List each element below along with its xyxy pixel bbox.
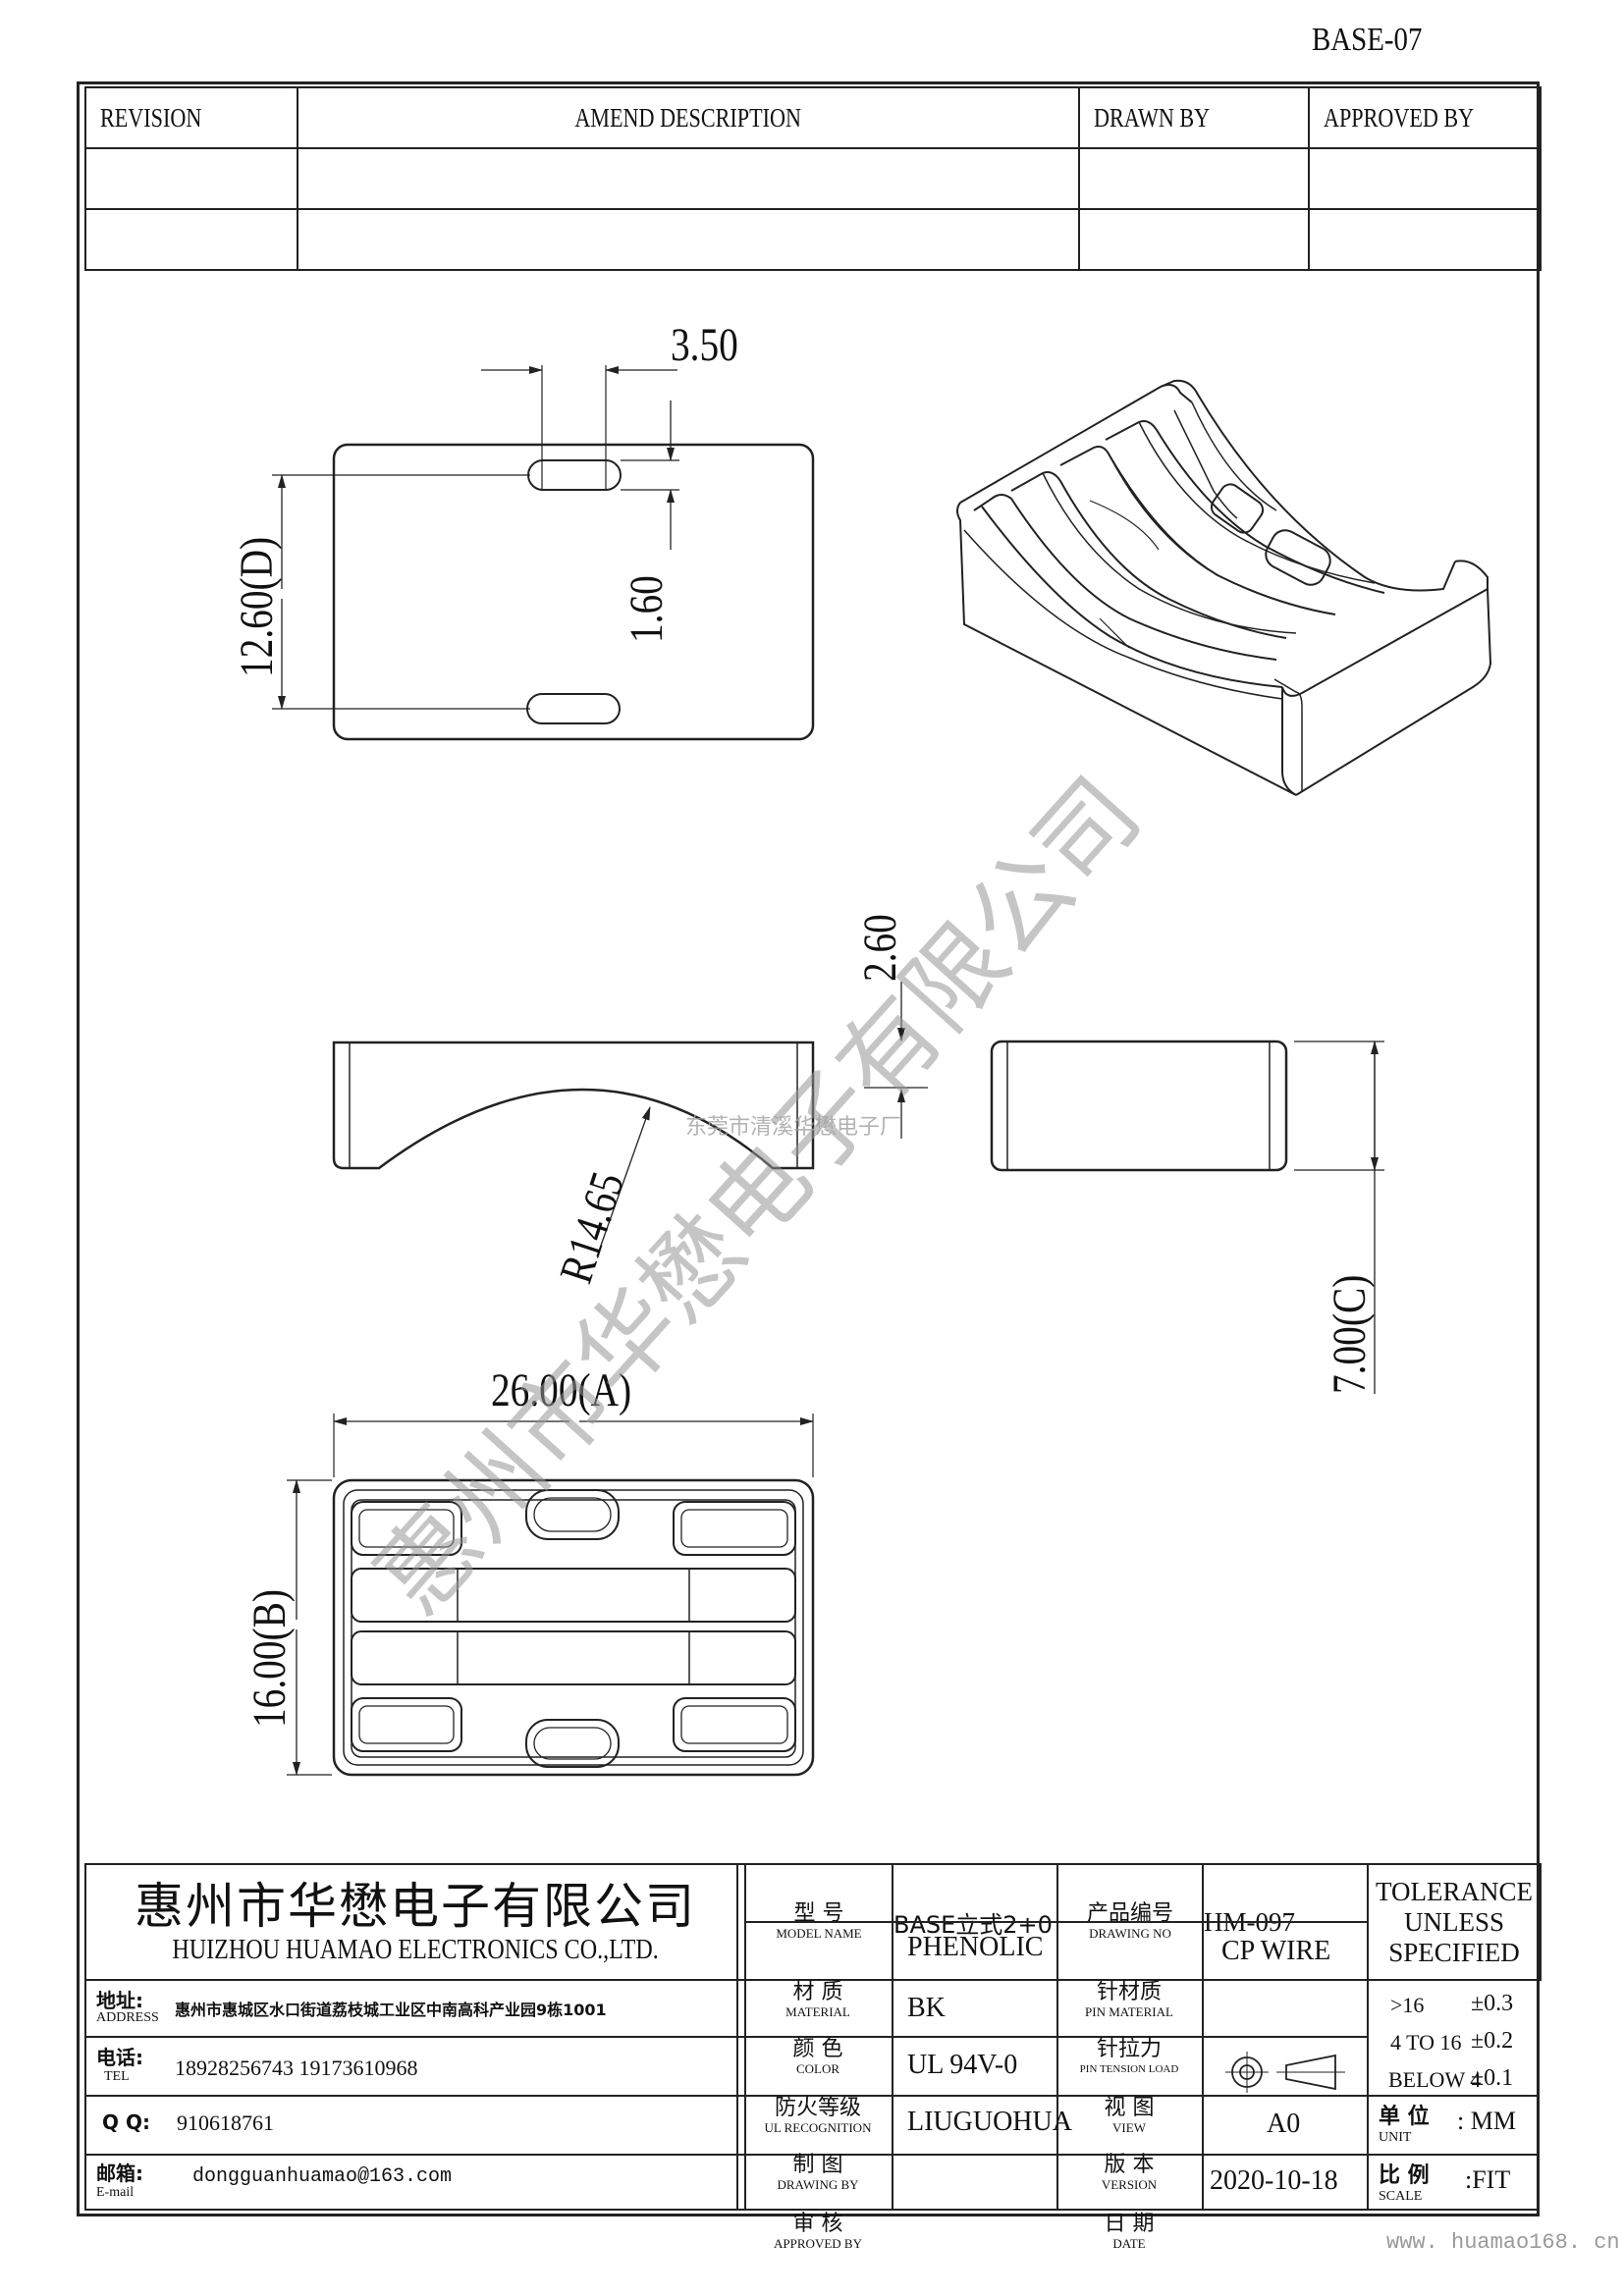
- revision-row: [84, 147, 1542, 210]
- title-block-grid: [84, 1863, 1540, 2211]
- technical-drawing: 3.50 1.60 12.60(D) 2.60 R14.65 7.00(C) 2…: [231, 319, 1492, 1777]
- bottom-view: [287, 1414, 815, 1777]
- revision-table: REVISION AMEND DESCRIPTION DRAWN BY APPR…: [84, 86, 1542, 271]
- revision-cell: [297, 208, 1080, 271]
- revision-cell: [84, 147, 298, 210]
- fire-value: UL 94V-0: [907, 2050, 1018, 2080]
- email-label: 邮箱:: [96, 2162, 143, 2185]
- tel-label: 电话:: [96, 2046, 143, 2069]
- top-view: [272, 365, 815, 741]
- unit-value: : MM: [1457, 2107, 1516, 2135]
- dim-depth-d: 12.60(D): [231, 537, 282, 677]
- tolerance-value: ±0.1: [1471, 2065, 1514, 2091]
- revision-cell: [297, 147, 1080, 210]
- address-value: 惠州市惠城区水口街道荔枝城工业区中南高科产业园9栋1001: [175, 2001, 607, 2019]
- dim-slot-height: 1.60: [621, 575, 672, 643]
- isometric-view: [956, 379, 1492, 796]
- revision-row: [84, 208, 1542, 271]
- company-name-cn: 惠州市华懋电子有限公司: [135, 1878, 696, 1935]
- qq-label: Q Q:: [102, 2110, 150, 2134]
- title-block: 惠州市华懋电子有限公司 HUIZHOU HUAMAO ELECTRONICS C…: [84, 1863, 1542, 1981]
- email-value: dongguanhuamao@163.com: [192, 2165, 453, 2188]
- address-label-en: ADDRESS: [96, 2010, 159, 2025]
- scale-label: 比 例 SCALE: [1379, 2163, 1430, 2204]
- tolerance-range: >16: [1390, 1993, 1425, 2017]
- tolerance-title: TOLERANCE UNLESS SPECIFIED: [1367, 1863, 1542, 1981]
- scale-value: :FIT: [1465, 2165, 1511, 2194]
- company-cell: 惠州市华懋电子有限公司 HUIZHOU HUAMAO ELECTRONICS C…: [84, 1863, 746, 1981]
- version-value: A0: [1267, 2109, 1301, 2139]
- revision-cell: [1078, 147, 1310, 210]
- dim-width-b: 16.00(B): [244, 1589, 295, 1728]
- product-no-label-en: DRAWING NO: [1089, 1926, 1171, 1941]
- tolerance-range: 4 TO 16: [1390, 2030, 1462, 2055]
- revision-cell: [1078, 208, 1310, 271]
- tolerance-range: BELOW 4: [1388, 2067, 1482, 2092]
- revision-cell: [1308, 147, 1542, 210]
- tel-value: 18928256743 19173610968: [175, 2056, 418, 2080]
- revision-cell: [84, 208, 298, 271]
- revision-cell: [1308, 208, 1542, 271]
- dim-width-a: 26.00(A): [491, 1364, 631, 1415]
- revision-header: REVISION: [84, 86, 298, 149]
- email-label-en: E-mail: [96, 2185, 135, 2200]
- address-label: 地址:: [96, 1989, 143, 2012]
- side-view: [864, 982, 1384, 1394]
- watermark-site: www. huamao168. cn: [1386, 2230, 1620, 2255]
- tolerance-value: ±0.3: [1471, 1991, 1514, 2016]
- material-value: PHENOLIC: [907, 1932, 1044, 1962]
- drawing-frame: [77, 81, 1540, 2216]
- drawing-code: BASE-07: [1312, 22, 1423, 58]
- watermark-company: 惠州市华懋电子有限公司: [354, 756, 1163, 1635]
- drawing-by-value: LIUGUOHUA: [907, 2107, 1072, 2137]
- model-label-en: MODEL NAME: [776, 1926, 862, 1941]
- amend-description-header: AMEND DESCRIPTION: [297, 86, 1080, 149]
- date-value: 2020-10-18: [1210, 2165, 1338, 2196]
- approved-by-header: APPROVED BY: [1308, 86, 1542, 149]
- dim-height-step: 2.60: [854, 914, 905, 982]
- tolerance-value: ±0.2: [1471, 2028, 1514, 2054]
- third-angle-projection-icon: [1225, 2052, 1345, 2093]
- dim-height-c: 7.00(C): [1324, 1275, 1375, 1394]
- front-view: [332, 1041, 815, 1257]
- watermark-small: 东莞市清溪华懋电子厂: [685, 1115, 901, 1140]
- dim-slot-width: 3.50: [671, 319, 738, 370]
- color-value: BK: [907, 1993, 946, 2023]
- slot-bottom: [526, 693, 621, 724]
- revision-header-row: REVISION AMEND DESCRIPTION DRAWN BY APPR…: [84, 86, 1542, 149]
- drawn-by-header: DRAWN BY: [1078, 86, 1310, 149]
- qq-value: 910618761: [177, 2110, 274, 2135]
- company-name-en: HUIZHOU HUAMAO ELECTRONICS CO.,LTD.: [172, 1935, 659, 1965]
- unit-label: 单 位 UNIT: [1379, 2105, 1430, 2145]
- tel-label-en: TEL: [104, 2069, 130, 2084]
- pin-material-value: CP WIRE: [1221, 1936, 1331, 1966]
